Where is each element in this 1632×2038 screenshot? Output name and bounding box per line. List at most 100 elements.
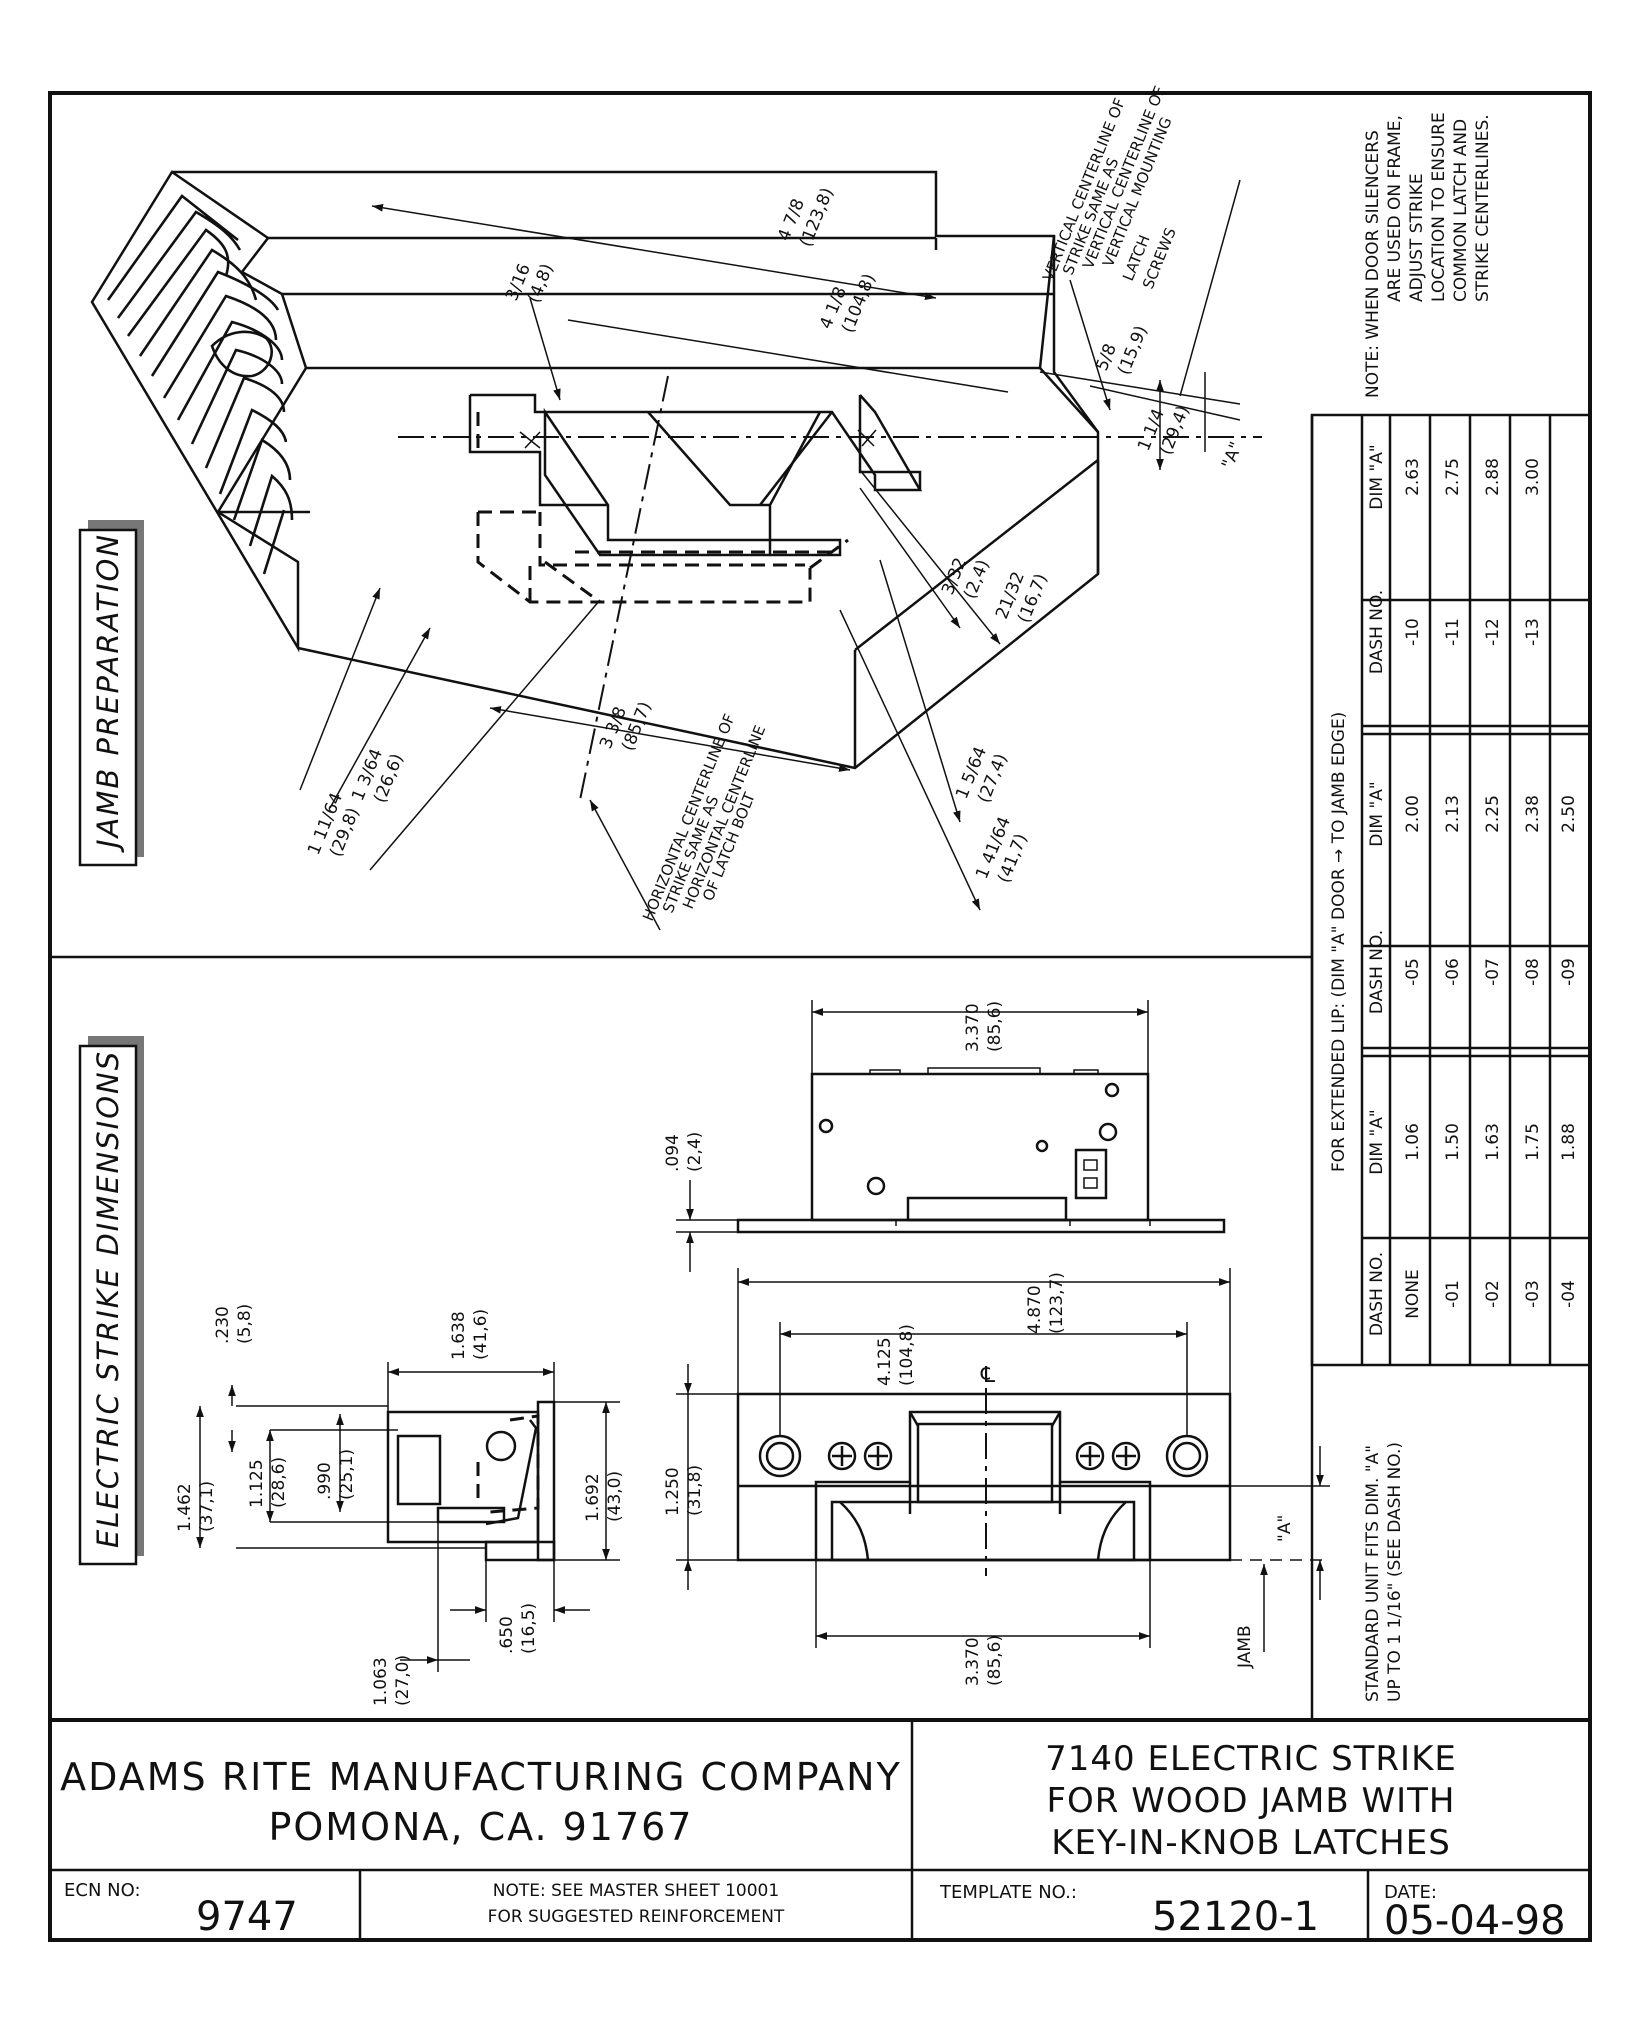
side-view-labels: .230 (5,8) 1.638 (41,6) 1.462 (37,1) 1.1…: [175, 1304, 625, 1706]
lip-dim-value: 2.63: [1403, 458, 1423, 496]
svg-text:1.063: 1.063: [371, 1657, 391, 1706]
lip-table-caption: FOR EXTENDED LIP: (DIM "A" DOOR → TO JAM…: [1329, 712, 1349, 1172]
strike-top-view: [676, 1000, 1226, 1272]
svg-text:1.638: 1.638: [449, 1311, 469, 1360]
lip-header-dim: DIM "A": [1367, 1109, 1387, 1174]
company-address: POMONA, CA. 91767: [268, 1805, 693, 1849]
company-name: ADAMS RITE MANUFACTURING COMPANY: [60, 1755, 902, 1799]
lip-dim-value: 3.00: [1523, 458, 1543, 496]
lip-dash-value: -04: [1559, 1280, 1579, 1308]
lip-table-rows: DASH NO. DIM "A" NONE 1.06 -01 1.50 -02 1.63 -03…: [1367, 444, 1579, 1336]
front-view-labels: 4.870 (123,7) 4.125 (104,8) 1.250 (31,8)…: [663, 1272, 1295, 1686]
lip-dash-value: -13: [1523, 618, 1543, 646]
lip-header-dim: DIM "A": [1367, 444, 1387, 509]
svg-text:(123,7): (123,7): [1047, 1272, 1067, 1334]
svg-text:3.370: 3.370: [963, 1637, 983, 1686]
lip-dash-value: -07: [1483, 958, 1503, 986]
svg-text:3.370: 3.370: [963, 1003, 983, 1052]
lip-dim-value: 2.25: [1483, 795, 1503, 833]
lip-dash-value: -03: [1523, 1280, 1543, 1308]
lip-dim-value: 2.38: [1523, 795, 1543, 833]
svg-text:1.462: 1.462: [175, 1483, 195, 1532]
lip-dash-value: -08: [1523, 958, 1543, 986]
svg-text:1.250: 1.250: [663, 1467, 683, 1516]
vertical-centerline-note: VERTICAL CENTERLINE OF STRIKE SAME AS VE…: [1039, 84, 1180, 292]
svg-text:.990: .990: [315, 1462, 335, 1500]
jamb-label: JAMB: [1235, 1625, 1255, 1669]
jamb-title-box: JAMB PREPARATION: [78, 520, 144, 867]
lip-dash-value: -01: [1443, 1280, 1463, 1308]
lip-dash-value: -05: [1403, 958, 1423, 986]
strike-title-box: ELECTRIC STRIKE DIMENSIONS: [78, 1036, 144, 1566]
lip-dash-value: -02: [1483, 1280, 1503, 1308]
svg-text:(25,1): (25,1): [337, 1449, 357, 1500]
lip-dim-value: 1.06: [1403, 1123, 1423, 1161]
lip-dim-value: 2.13: [1443, 795, 1463, 833]
extended-lip-table: FOR EXTENDED LIP: (DIM "A" DOOR → TO JAM…: [1310, 413, 1592, 1367]
svg-text:(41,6): (41,6): [471, 1309, 491, 1360]
svg-text:(85,6): (85,6): [985, 1635, 1005, 1686]
strike-side-view: [196, 1362, 620, 1672]
svg-text:(5,8): (5,8): [235, 1304, 255, 1344]
svg-text:1.692: 1.692: [583, 1473, 603, 1522]
strike-front-view: [676, 1268, 1330, 1652]
svg-text:.094: .094: [663, 1134, 683, 1172]
lip-dash-value: NONE: [1403, 1269, 1423, 1319]
standard-unit-note: STANDARD UNIT FITS DIM. "A" UP TO 1 1/16…: [1363, 1442, 1405, 1702]
svg-text:UP TO 1 1/16" (SEE DASH NO.): UP TO 1 1/16" (SEE DASH NO.): [1385, 1442, 1405, 1702]
svg-text:.650: .650: [497, 1616, 517, 1654]
centerline-symbol: ℄: [978, 1363, 998, 1388]
product-line-1: 7140 ELECTRIC STRIKE: [1045, 1739, 1457, 1779]
lip-dash-value: -09: [1559, 958, 1579, 986]
lip-header-dash: DASH NO.: [1367, 590, 1387, 674]
product-line-3: KEY-IN-KNOB LATCHES: [1051, 1823, 1451, 1863]
svg-text:(28,6): (28,6): [269, 1457, 289, 1508]
svg-text:(27,0): (27,0): [393, 1655, 413, 1706]
svg-text:(85,6): (85,6): [985, 1001, 1005, 1052]
lip-dim-value: 2.75: [1443, 458, 1463, 496]
svg-text:(2,4): (2,4): [685, 1132, 705, 1172]
template-value: 52120-1: [1152, 1894, 1319, 1940]
ecn-label: ECN NO:: [64, 1880, 141, 1901]
svg-text:COMMON LATCH AND: COMMON LATCH AND: [1451, 119, 1471, 302]
svg-text:LOCATION TO ENSURE: LOCATION TO ENSURE: [1429, 112, 1449, 302]
svg-text:STRIKE CENTERLINES.: STRIKE CENTERLINES.: [1473, 114, 1493, 302]
lip-dim-value: 1.50: [1443, 1123, 1463, 1161]
horizontal-centerline-note: HORIZONTAL CENTERLINE OF STRIKE SAME AS …: [639, 711, 769, 923]
lip-header-dim: DIM "A": [1367, 781, 1387, 846]
template-label: TEMPLATE NO.:: [939, 1882, 1077, 1903]
product-line-2: FOR WOOD JAMB WITH: [1046, 1781, 1455, 1821]
dim-a-jamb: "A": [1218, 439, 1247, 472]
lip-dim-value: 2.00: [1403, 795, 1423, 833]
date-value: 05-04-98: [1384, 1898, 1566, 1944]
lip-dash-value: -10: [1403, 618, 1423, 646]
svg-text:(37,1): (37,1): [197, 1481, 217, 1532]
sheet-frame: [48, 91, 1592, 1942]
svg-text:(31,8): (31,8): [685, 1465, 705, 1516]
jamb-dimensions: [299, 179, 1241, 931]
svg-text:ARE USED ON FRAME,: ARE USED ON FRAME,: [1385, 115, 1405, 302]
electric-strike-title: ELECTRIC STRIKE DIMENSIONS: [91, 1050, 125, 1548]
lip-dash-value: -06: [1443, 958, 1463, 986]
lip-dim-value: 1.63: [1483, 1123, 1503, 1161]
svg-text:NOTE: WHEN DOOR SILENCERS: NOTE: WHEN DOOR SILENCERS: [1363, 130, 1383, 398]
lip-dim-value: 2.88: [1483, 458, 1503, 496]
master-note-line-2: FOR SUGGESTED REINFORCEMENT: [488, 1907, 785, 1927]
svg-text:4.125: 4.125: [875, 1337, 895, 1386]
lip-dash-value: -11: [1443, 618, 1463, 646]
lip-header-dash: DASH NO.: [1367, 930, 1387, 1014]
svg-text:4.870: 4.870: [1025, 1285, 1045, 1334]
lip-dim-value: 1.75: [1523, 1123, 1543, 1161]
svg-text:ADJUST STRIKE: ADJUST STRIKE: [1407, 173, 1427, 302]
ecn-value: 9747: [196, 1894, 298, 1940]
svg-text:(43,0): (43,0): [605, 1471, 625, 1522]
top-view-labels: 3.370 (85,6) .094 (2,4): [663, 1001, 1005, 1172]
master-note-line-1: NOTE: SEE MASTER SHEET 10001: [493, 1881, 779, 1901]
title-block: ADAMS RITE MANUFACTURING COMPANY POMONA,…: [60, 1739, 1565, 1944]
svg-text:(16,5): (16,5): [519, 1603, 539, 1654]
date-label: DATE:: [1384, 1882, 1437, 1903]
lip-header-dash: DASH NO.: [1367, 1252, 1387, 1336]
door-silencer-note: NOTE: WHEN DOOR SILENCERS ARE USED ON FR…: [1363, 112, 1493, 398]
dim-a-front: "A": [1275, 1515, 1295, 1542]
